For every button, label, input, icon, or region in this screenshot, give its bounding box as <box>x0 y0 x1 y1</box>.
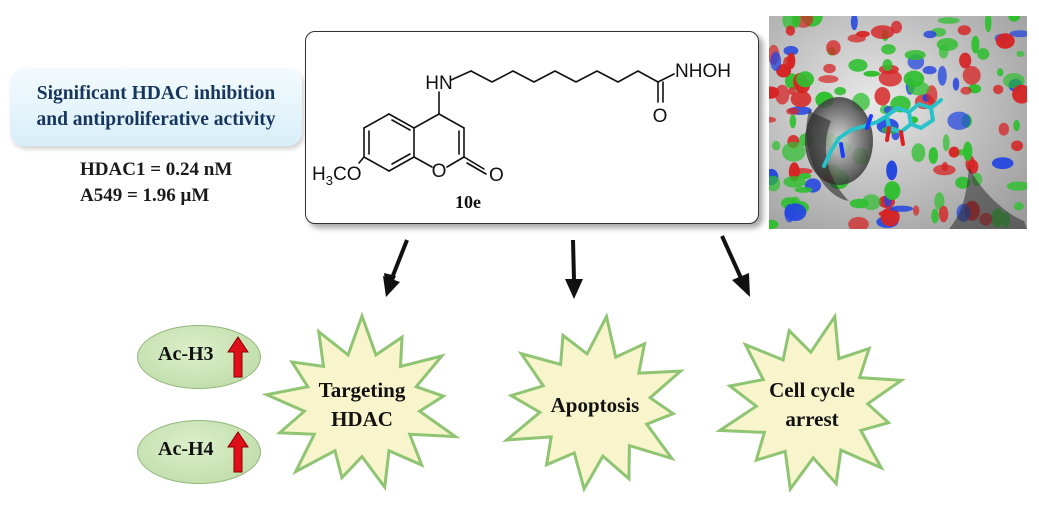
black-down-arrow-icon <box>383 239 409 297</box>
apoptosis-label: Apoptosis <box>550 392 640 417</box>
red-up-arrow-icon <box>227 431 249 473</box>
starburst-shape <box>261 311 461 492</box>
red-up-arrow-icon <box>227 336 249 378</box>
ring-oxygen-label: O <box>432 161 447 182</box>
cell-cycle-arrest-burst: Cell cycle arrest <box>712 310 912 500</box>
targeting-hdac-burst: Targeting HDAC <box>258 311 466 498</box>
ac-h3-label: Ac-H3 <box>158 343 214 365</box>
activity-values: HDAC1 = 0.24 nM A549 = 1.96 μM <box>80 157 232 209</box>
nhoh-label: NHOH <box>675 61 731 82</box>
targeting-line-2: HDAC <box>331 407 393 431</box>
summary-line-2: and antiproliferative activity <box>36 109 276 130</box>
ac-h4-marker: Ac-H4 <box>137 420 261 484</box>
a549-ic50: A549 = 1.96 μM <box>80 185 210 206</box>
summary-line-1: Significant HDAC inhibition <box>36 83 276 104</box>
apoptosis-burst: Apoptosis <box>495 312 695 498</box>
docking-pose-image <box>769 16 1027 229</box>
black-down-arrow-icon <box>565 239 583 299</box>
starburst-shape <box>502 312 685 493</box>
compound-id: 10e <box>455 192 481 212</box>
ac-h4-label: Ac-H4 <box>158 438 214 460</box>
amide-oxygen-label: O <box>653 106 668 127</box>
compound-structure-box: HN NHOH O O O H3CO 10e <box>305 31 759 224</box>
starburst-shape <box>715 312 906 493</box>
methoxy-label: H3CO <box>312 164 361 188</box>
summary-box: Significant HDAC inhibition and antiprol… <box>10 68 302 146</box>
hdac1-ic50: HDAC1 = 0.24 nM <box>80 159 233 180</box>
hn-label: HN <box>425 73 452 94</box>
ac-h3-marker: Ac-H3 <box>137 325 261 389</box>
cell-cycle-line-2: arrest <box>785 407 839 431</box>
targeting-line-1: Targeting <box>318 378 406 402</box>
carbonyl-oxygen-label: O <box>489 165 504 186</box>
black-down-arrow-icon <box>720 235 750 297</box>
cell-cycle-line-1: Cell cycle <box>769 378 855 402</box>
compound-10e-structure: HN NHOH O O O H3CO <box>312 61 731 188</box>
